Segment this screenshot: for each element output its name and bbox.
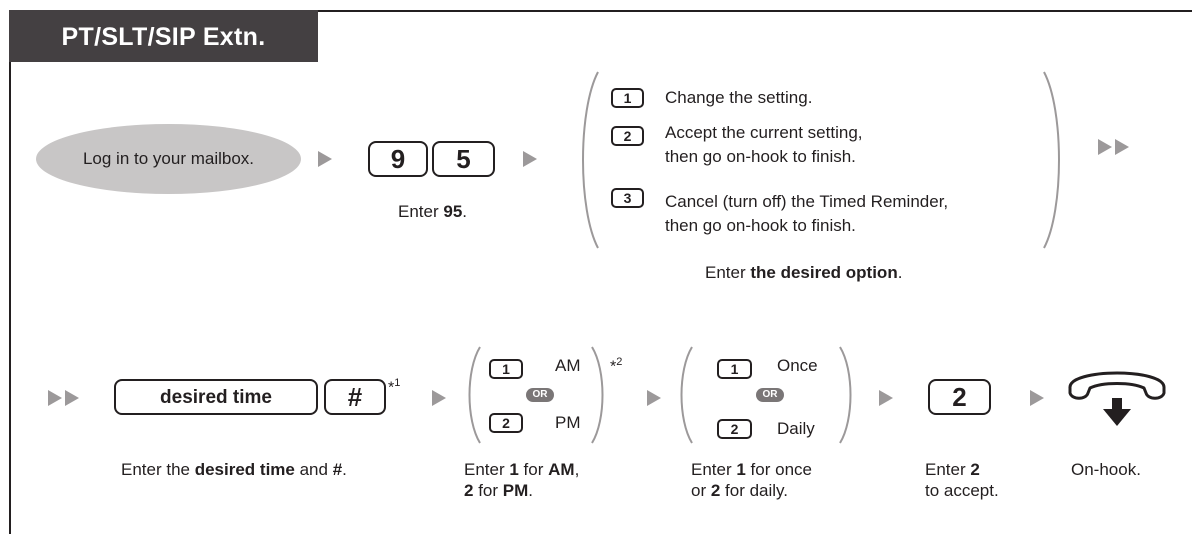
log-in-step: Log in to your mailbox. (36, 124, 301, 194)
left-parenthesis-icon (468, 346, 481, 444)
option-1-text: Change the setting. (665, 88, 813, 107)
continue-arrow-icon (65, 390, 79, 406)
pm-label: PM (555, 413, 581, 432)
option-key-2: 2 (611, 126, 644, 146)
once-label: Once (777, 356, 818, 375)
hash-key: # (324, 379, 386, 415)
flow-arrow-icon (1030, 390, 1044, 406)
accept-caption-line2: to accept. (925, 481, 999, 500)
option-2-line2: then go on-hook to finish. (665, 147, 856, 166)
enter-time-caption: Enter the desired time and #. (121, 460, 347, 479)
option-key-1: 1 (611, 88, 644, 108)
header-tab: PT/SLT/SIP Extn. (9, 10, 318, 62)
right-parenthesis-icon (1043, 71, 1060, 249)
flow-arrow-icon (879, 390, 893, 406)
enter-95-caption: Enter 95. (398, 202, 468, 221)
enter-option-caption: Enter the desired option. (705, 263, 903, 282)
or-badge: OR (756, 388, 784, 402)
accept-caption-line1: Enter 2 (925, 460, 980, 479)
am-label: AM (555, 356, 581, 375)
key-5: 5 (432, 141, 495, 177)
daily-key-2: 2 (717, 419, 752, 439)
option-3-line1: Cancel (turn off) the Timed Reminder, (665, 192, 949, 211)
once-key-1: 1 (717, 359, 752, 379)
left-parenthesis-icon (582, 71, 599, 249)
daily-label: Daily (777, 419, 815, 438)
flow-arrow-icon (523, 151, 537, 167)
continue-arrow-icon (1098, 139, 1112, 155)
on-hook-handset-icon (1068, 371, 1166, 426)
continue-arrow-icon (1115, 139, 1129, 155)
option-3-line2: then go on-hook to finish. (665, 216, 856, 235)
on-hook-caption: On-hook. (1071, 460, 1141, 479)
flow-arrow-icon (318, 151, 332, 167)
continue-arrow-icon (48, 390, 62, 406)
am-pm-caption-line2: 2 for PM. (464, 481, 533, 500)
am-pm-caption-line1: Enter 1 for AM, (464, 460, 580, 479)
option-2-line1: Accept the current setting, (665, 123, 863, 142)
once-daily-caption-line1: Enter 1 for once (691, 460, 812, 479)
once-daily-caption-line2: or 2 for daily. (691, 481, 789, 500)
am-key-1: 1 (489, 359, 523, 379)
note-1-marker: *1 (388, 377, 401, 397)
diagram-frame (9, 10, 1192, 534)
accept-key-2: 2 (928, 379, 991, 415)
right-parenthesis-icon (591, 346, 604, 444)
left-parenthesis-icon (680, 346, 693, 444)
option-key-3: 3 (611, 188, 644, 208)
flow-arrow-icon (647, 390, 661, 406)
flow-arrow-icon (432, 390, 446, 406)
pm-key-2: 2 (489, 413, 523, 433)
desired-time-key: desired time (114, 379, 318, 415)
or-badge: OR (526, 388, 554, 402)
key-9: 9 (368, 141, 428, 177)
right-parenthesis-icon (839, 346, 852, 444)
note-2-marker: *2 (610, 356, 623, 376)
